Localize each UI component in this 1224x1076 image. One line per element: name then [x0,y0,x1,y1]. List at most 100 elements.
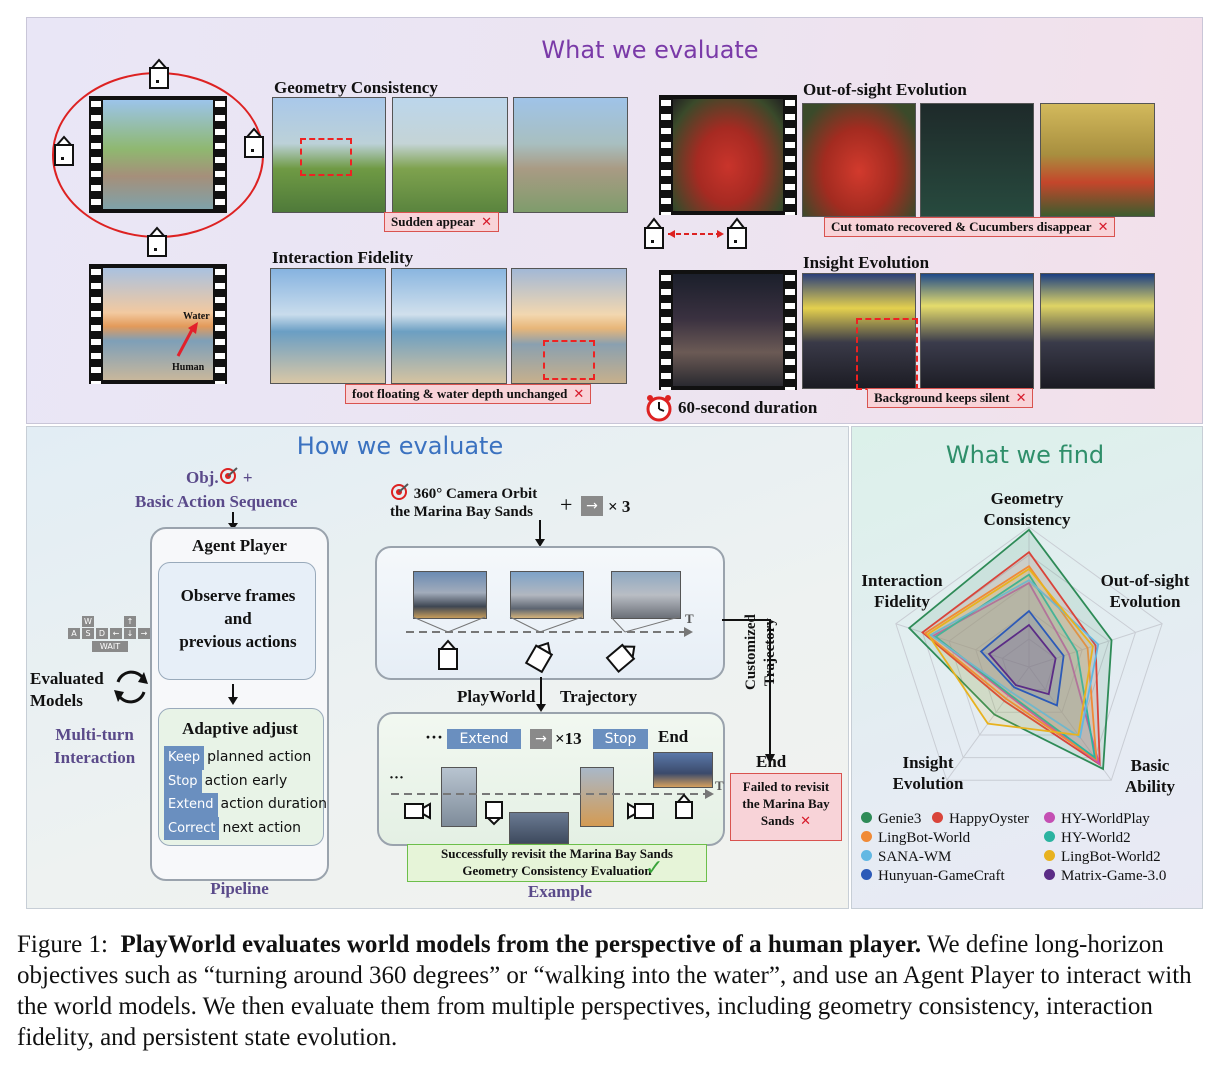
success-line: Geometry Consistency Evaluation [462,863,652,878]
end-label-right: End [756,752,787,771]
target-icon [219,467,238,484]
target-icon [391,483,409,500]
camera-icon [149,58,169,89]
tomato-film-frame [659,95,797,215]
alarm-clock-icon [646,395,672,422]
ellipsis: ··· [389,770,405,786]
failed-text: Sands [760,813,795,828]
radar-series-hunyuan-gamecraft [979,609,1065,707]
traj-frame-4 [653,752,713,788]
radar-series-matrix-game-3-0 [987,623,1057,696]
water-label: Water [183,311,210,322]
fountain-film-frame [89,96,227,213]
marina-frame-2 [510,571,584,619]
orbit-line: 360° Camera Orbit [390,483,537,503]
stop-tag: Stop [593,729,648,749]
playworld-label: PlayWorld [457,687,536,706]
radar-axis-line [895,623,1030,668]
multi-turn-line: Multi-turn [55,725,134,744]
plus-sign: + [560,492,573,517]
legend-item: HY-World2 [1044,830,1131,847]
legend-item: Matrix-Game-3.0 [1044,868,1166,885]
interaction-frame-1 [270,268,386,384]
refresh-cycle-icon [114,670,148,704]
success-box: Successfully revisit the Marina Bay Sand… [407,844,707,882]
action-tag: Stop [164,769,202,793]
action-text: action duration [220,796,327,812]
legend-item: Genie3 [861,811,921,828]
failed-line: Sands ✕ [731,812,841,830]
insight-frame-2 [920,273,1034,389]
legend-label: HappyOyster [949,811,1029,827]
customized-trajectory-arrow [722,619,775,764]
key-up: ↑ [124,616,136,627]
right-key: → [581,496,603,516]
street-film-frame [659,270,797,390]
legend-swatch [1044,850,1055,861]
legend-swatch [861,831,872,842]
legend-item: HY-WorldPlay [1044,811,1150,828]
time-axis-label: T [715,778,724,793]
key-left: ← [110,628,122,639]
action-text: planned action [207,749,312,765]
axis-label-basic-ability: Basic Ability [1115,755,1185,797]
action-text: action early [204,772,288,789]
failed-line: Failed to revisit [742,779,830,794]
example-label: Example [527,882,593,901]
oos-error-text: Cut tomato recovered & Cucumbers disappe… [831,219,1092,234]
radar-grid-ring [948,582,1110,736]
legend-swatch [861,812,872,823]
axis-label-line: Evolution [892,774,964,793]
customized-trajectory-label: Customized Trajectory [742,614,780,690]
observe-box [158,562,316,680]
check-mark-icon: ✓ [645,856,664,881]
axis-label-interaction: Interaction Fidelity [856,570,948,612]
axis-label-line: Fidelity [874,592,930,611]
end-label: End [658,727,689,746]
interaction-fidelity-label: Interaction Fidelity [272,248,414,267]
extend-tag: Extend [447,729,521,749]
radar-series-lingbot-world2 [926,567,1094,736]
x-mark-icon: ✕ [800,814,812,829]
obj-text: Obj. [186,468,219,487]
trajectory-label: Trajectory [560,687,638,706]
orbit-text-2: the Marina Bay Sands [390,504,533,520]
customized-line: Trajectory [762,618,778,687]
key-down: ↓ [124,628,136,639]
axis-label-geometry: Geometry Consistency [965,488,1089,530]
camera-icon [404,802,431,820]
beach-film-frame [89,264,227,384]
observe-text: Observe frames and previous actions [158,584,318,653]
legend-label: Genie3 [878,811,922,827]
key-d: D [96,628,108,639]
orbit-objective: 360° Camera Orbit the Marina Bay Sands [390,483,537,521]
legend-swatch [1044,812,1055,823]
oos-frame-3 [1040,103,1155,217]
camera-icon [675,793,693,819]
arrow-down-icon [228,684,238,705]
observe-line: and [224,609,252,628]
arrow-down-icon [536,677,546,712]
key-wait: WAIT [92,641,128,652]
interaction-error-text: foot floating & water depth unchanged [352,386,568,401]
radar-series-genie3 [907,528,1113,771]
evaluated-models-line: Evaluated [30,669,104,688]
interaction-error-badge: foot floating & water depth unchanged✕ [345,384,592,404]
legend-label: LingBot-World2 [1061,849,1161,865]
oos-error-badge: Cut tomato recovered & Cucumbers disappe… [824,217,1116,237]
caption-prefix: Figure 1: [17,931,108,958]
pipeline-label: Pipeline [210,879,269,898]
caption-text: We define long-horizon objectives such a… [17,931,1192,1051]
insight-evolution-label: Insight Evolution [803,253,930,272]
interaction-frame-3 [511,268,627,384]
agent-player-label: Agent Player [192,536,287,555]
legend-swatch [932,812,943,823]
plus-sign: + [242,468,253,487]
insight-error-badge: Background keeps silent✕ [867,388,1034,408]
camera-icon [524,641,554,674]
oos-frame-2 [920,103,1034,217]
geometry-frame-2 [392,97,508,213]
